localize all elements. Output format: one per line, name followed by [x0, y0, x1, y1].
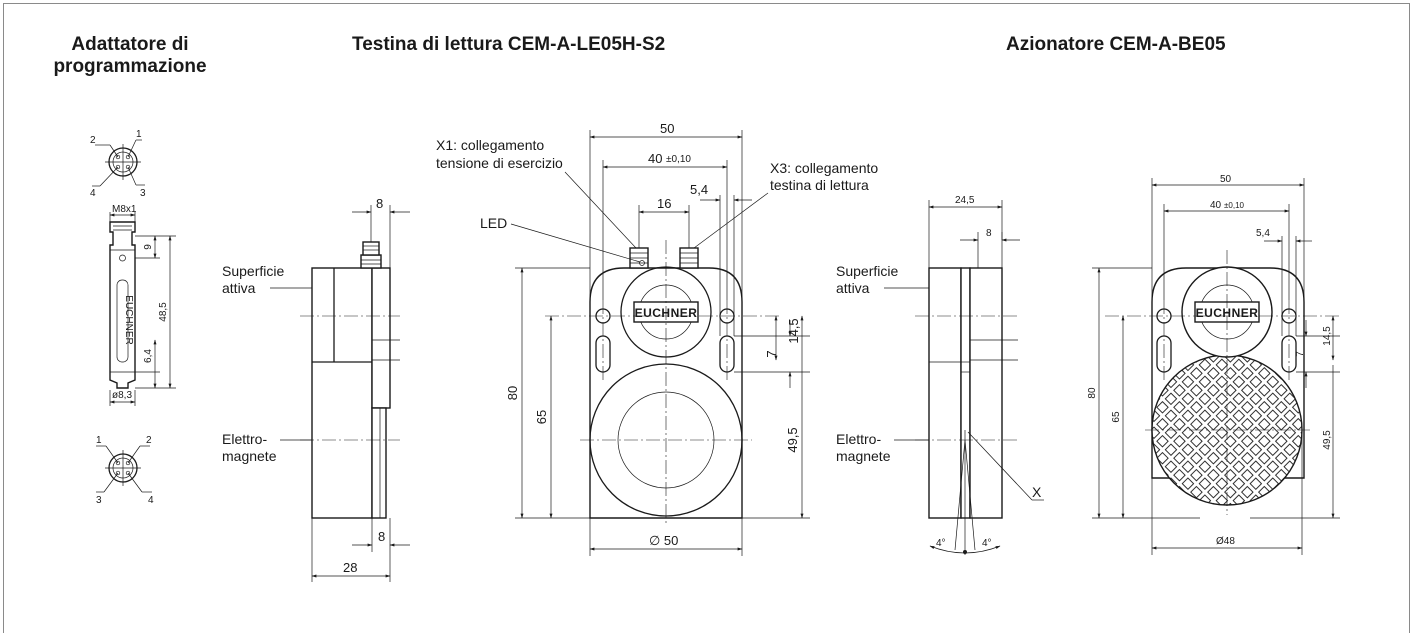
reader-x1-label-2: tensione di esercizio [436, 155, 563, 171]
reader-surface-label-2: attiva [222, 280, 256, 296]
reader-dim-5-4: 5,4 [690, 182, 708, 197]
reader-magnet-label-2: magnete [222, 448, 277, 464]
reader-side-view: 8 8 28 Superficie attiva Elettro- magnet… [222, 196, 410, 582]
actuator-magnet-label-1: Elettro- [836, 431, 881, 447]
actuator-dim-7: 7 [1295, 351, 1306, 357]
actuator-dim-50: 50 [1220, 174, 1232, 185]
reader-side-dim-8-top: 8 [376, 196, 383, 211]
adapter-title-line1: Adattatore di [71, 34, 189, 55]
adapter-pin-bottom-4: 4 [148, 495, 154, 506]
actuator-label-x: X [1032, 484, 1042, 500]
actuator-dim-5-4: 5,4 [1256, 228, 1270, 239]
adapter-thread-label: M8x1 [112, 204, 137, 215]
adapter-pin-bottom-2: 2 [146, 435, 152, 446]
adapter-pin-top-3: 3 [140, 188, 146, 199]
reader-dim-40: 40 [648, 151, 662, 166]
reader-led-label: LED [480, 215, 507, 231]
reader-dim-49-5: 49,5 [785, 427, 800, 452]
actuator-surface-label-1: Superficie [836, 263, 898, 279]
actuator-dim-49-5: 49,5 [1322, 430, 1333, 450]
reader-x3-label-2: testina di lettura [770, 177, 869, 193]
adapter-logo: EUCHNER [123, 295, 134, 344]
reader-front-view: EUCHNER 50 40 ±0,10 16 [436, 121, 878, 556]
reader-dim-dia50: ∅ 50 [649, 533, 678, 548]
adapter-title: Adattatore di programmazione [40, 34, 220, 78]
actuator-magnet-label-2: magnete [836, 448, 891, 464]
adapter-dim-6-4: 6,4 [143, 349, 154, 363]
reader-dim-7: 7 [764, 350, 779, 357]
actuator-surface-label-2: attiva [836, 280, 870, 296]
actuator-side-dim-8: 8 [986, 228, 992, 239]
actuator-dim-dia48: Ø48 [1216, 536, 1235, 547]
adapter-pin-bottom-1: 1 [96, 435, 102, 446]
actuator-side-dim-24-5: 24,5 [955, 195, 975, 206]
actuator-angle-right: 4° [982, 538, 992, 549]
reader-dim-16: 16 [657, 196, 671, 211]
actuator-dim-80: 80 [1087, 387, 1098, 399]
reader-dim-80: 80 [505, 386, 520, 400]
adapter-dim-9: 9 [143, 244, 154, 250]
actuator-side-view: 24,5 8 4° 4° X Superficie attiva Elettro… [836, 195, 1044, 555]
reader-x1-label-1: X1: collegamento [436, 137, 544, 153]
adapter-dim-48-5: 48,5 [158, 302, 169, 322]
reader-side-dim-8-bottom: 8 [378, 529, 385, 544]
reader-surface-label-1: Superficie [222, 263, 284, 279]
reader-side-dim-28: 28 [343, 560, 357, 575]
actuator-angle-left: 4° [936, 538, 946, 549]
reader-title: Testina di lettura CEM-A-LE05H-S2 [352, 34, 666, 55]
adapter-pin-top-1: 1 [136, 129, 142, 140]
actuator-dim-14-5: 14,5 [1322, 326, 1333, 346]
adapter-pin-top-4: 4 [90, 188, 96, 199]
actuator-dim-40-tol: ±0,10 [1224, 201, 1245, 210]
reader-dim-65: 65 [534, 410, 549, 424]
drawing-frame [3, 3, 1410, 633]
adapter-connector-top: 1 2 3 4 [90, 129, 146, 199]
reader-magnet-label-1: Elettro- [222, 431, 267, 447]
actuator-title: Azionatore CEM-A-BE05 [1006, 34, 1226, 55]
reader-x3-label-1: X3: collegamento [770, 160, 878, 176]
actuator-front-view: EUCHNER 50 40 ±0,10 5,4 80 65 [1087, 174, 1340, 555]
reader-dim-14-5: 14,5 [786, 318, 801, 343]
adapter-body: EUCHNER M8x1 9 48,5 6,4 ø8,3 [109, 204, 176, 406]
adapter-connector-bottom: 1 2 3 4 [96, 435, 154, 506]
actuator-dim-40: 40 [1210, 200, 1222, 211]
adapter-pin-bottom-3: 3 [96, 495, 102, 506]
reader-dim-40-tol: ±0,10 [666, 154, 691, 165]
adapter-drawing: 1 2 3 4 EUCHNER M8x1 9 [90, 129, 176, 506]
adapter-title-line2: programmazione [53, 56, 207, 77]
adapter-pin-top-2: 2 [90, 135, 96, 146]
actuator-dim-65: 65 [1111, 411, 1122, 423]
adapter-dim-diameter: ø8,3 [112, 390, 132, 401]
reader-dim-50: 50 [660, 121, 674, 136]
